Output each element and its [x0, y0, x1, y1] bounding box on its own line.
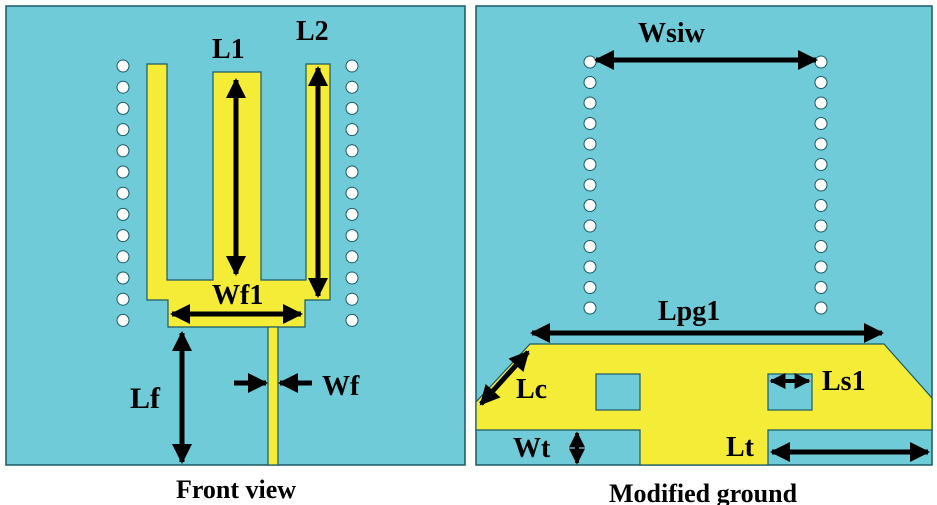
label-Wt: Wt	[513, 433, 551, 464]
via-hole	[116, 229, 130, 243]
via-hole	[345, 144, 359, 158]
label-Lt: Lt	[726, 432, 755, 463]
via-hole	[583, 199, 597, 212]
via-hole	[116, 165, 130, 179]
via-hole	[583, 178, 597, 192]
via-hole	[583, 137, 597, 151]
via-hole	[116, 186, 130, 200]
label-Wsiw: Wsiw	[638, 18, 706, 49]
via-hole	[814, 137, 828, 151]
via-hole	[116, 101, 130, 115]
via-hole	[583, 240, 597, 253]
label-Lf: Lf	[130, 382, 161, 415]
via-hole	[345, 250, 359, 264]
label-Lc: Lc	[516, 374, 547, 405]
via-hole	[345, 292, 359, 306]
via-hole	[345, 313, 359, 327]
via-hole	[814, 260, 828, 274]
via-hole	[814, 55, 828, 69]
via-hole	[345, 207, 359, 221]
feed-line	[267, 326, 279, 466]
via-hole	[583, 96, 597, 110]
front-via-array	[116, 59, 359, 327]
via-hole	[116, 144, 130, 158]
via-hole	[345, 101, 359, 115]
via-hole	[814, 301, 828, 315]
via-hole	[583, 301, 597, 315]
via-hole	[814, 158, 828, 171]
via-hole	[814, 219, 828, 233]
front-view-panel: L1 L2 Wf1 Lf Wf	[5, 5, 466, 466]
via-hole	[116, 59, 130, 73]
via-hole	[814, 178, 828, 192]
via-hole	[583, 55, 597, 69]
via-hole	[814, 240, 828, 253]
via-hole	[116, 313, 130, 327]
label-Lpg1: Lpg1	[658, 296, 720, 327]
dim-arrow-Lc	[479, 350, 530, 406]
ground-plane	[475, 343, 933, 466]
caption-front-view: Front view	[176, 475, 296, 504]
via-hole	[345, 165, 359, 179]
via-hole	[116, 123, 130, 137]
via-hole	[345, 123, 359, 137]
caption-modified-ground: Modified ground	[609, 479, 798, 505]
via-hole	[583, 260, 597, 274]
ground-via-array	[583, 55, 828, 315]
via-hole	[345, 229, 359, 243]
label-Wf1: Wf1	[212, 280, 263, 311]
via-hole	[345, 59, 359, 73]
label-Wf: Wf	[322, 371, 360, 402]
via-hole	[583, 281, 597, 294]
via-hole	[814, 96, 828, 110]
via-hole	[345, 271, 359, 285]
via-hole	[583, 117, 597, 130]
label-L1: L1	[212, 34, 245, 65]
via-hole	[116, 80, 130, 94]
via-hole	[814, 281, 828, 294]
via-hole	[583, 158, 597, 171]
via-hole	[814, 76, 828, 89]
via-hole	[814, 199, 828, 212]
ground-slot-left	[595, 373, 641, 411]
via-hole	[583, 219, 597, 233]
via-hole	[116, 250, 130, 264]
label-Ls1: Ls1	[822, 366, 866, 397]
via-hole	[345, 80, 359, 94]
via-hole	[814, 117, 828, 130]
label-L2: L2	[296, 16, 329, 47]
via-hole	[345, 186, 359, 200]
via-hole	[116, 271, 130, 285]
via-hole	[116, 292, 130, 306]
via-hole	[116, 207, 130, 221]
modified-ground-panel: Wsiw Lpg1 Lc Ls1 Wt Lt	[475, 5, 933, 466]
via-hole	[583, 76, 597, 89]
